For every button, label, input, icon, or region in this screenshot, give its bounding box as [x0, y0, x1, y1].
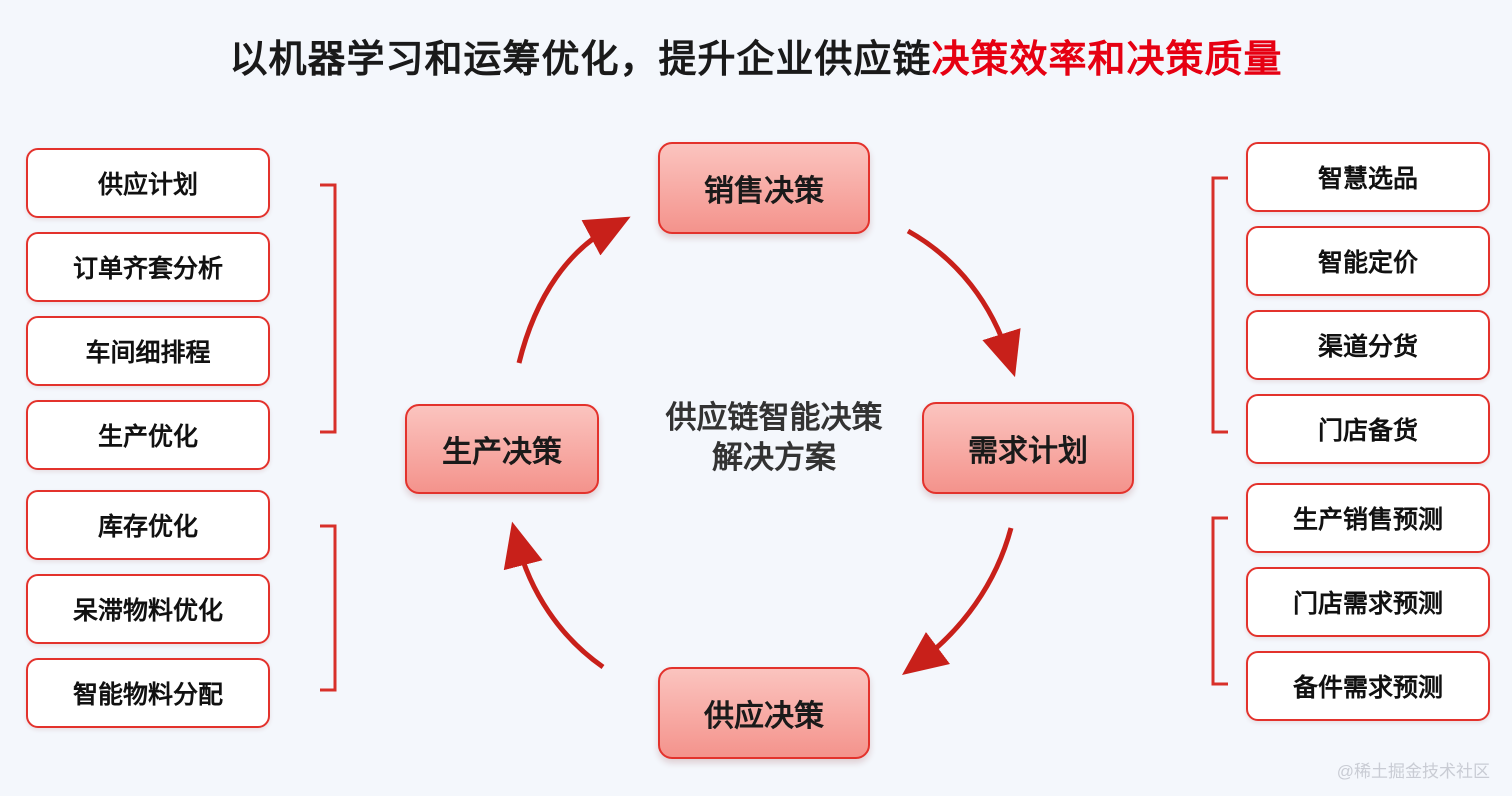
node-label: 生产决策	[442, 436, 562, 469]
chip-label: 呆滞物料优化	[72, 597, 223, 625]
bracket-right-top	[1211, 176, 1228, 434]
list-item-material-alloc[interactable]: 智能物料分配	[26, 658, 270, 728]
list-item-store-stocking[interactable]: 门店备货	[1246, 394, 1490, 464]
list-item-spare-part-forecast[interactable]: 备件需求预测	[1246, 651, 1490, 721]
chip-label: 备件需求预测	[1292, 674, 1443, 702]
list-item-smart-selection[interactable]: 智慧选品	[1246, 142, 1490, 212]
node-label: 销售决策	[704, 175, 824, 208]
arrow-demand-to-supply	[902, 527, 1014, 676]
list-item-production-opt[interactable]: 生产优化	[26, 400, 270, 470]
bracket-right-bottom	[1211, 516, 1228, 686]
chip-label: 库存优化	[97, 513, 198, 541]
node-sales-decision[interactable]: 销售决策	[658, 142, 870, 234]
arrow-supply-to-production	[503, 521, 605, 670]
list-item-store-demand-forecast[interactable]: 门店需求预测	[1246, 567, 1490, 637]
chip-label: 门店需求预测	[1292, 590, 1443, 618]
list-item-prod-sales-forecast[interactable]: 生产销售预测	[1246, 483, 1490, 553]
node-production-decision[interactable]: 生产决策	[405, 404, 599, 494]
list-item-supply-plan[interactable]: 供应计划	[26, 148, 270, 218]
arrow-production-to-sales	[516, 216, 631, 364]
title-accent-text: 决策效率和决策质量	[931, 39, 1283, 81]
chip-label: 供应计划	[97, 171, 198, 199]
chip-label: 智能物料分配	[72, 681, 223, 709]
chip-label: 生产销售预测	[1292, 506, 1443, 534]
watermark: @稀土掘金技术社区	[1336, 762, 1490, 781]
list-item-slow-moving-opt[interactable]: 呆滞物料优化	[26, 574, 270, 644]
list-item-shop-scheduling[interactable]: 车间细排程	[26, 316, 270, 386]
list-item-inventory-opt[interactable]: 库存优化	[26, 490, 270, 560]
chip-label: 渠道分货	[1317, 333, 1418, 361]
chip-label: 车间细排程	[85, 339, 211, 367]
node-demand-plan[interactable]: 需求计划	[922, 402, 1134, 494]
chip-label: 智慧选品	[1317, 165, 1418, 193]
list-item-channel-alloc[interactable]: 渠道分货	[1246, 310, 1490, 380]
node-supply-decision[interactable]: 供应决策	[658, 667, 870, 759]
node-label: 需求计划	[968, 435, 1088, 468]
page-title: 以机器学习和运筹优化，提升企业供应链决策效率和决策质量	[0, 28, 1512, 83]
node-label: 供应决策	[704, 700, 824, 733]
title-plain-text: 以机器学习和运筹优化，提升企业供应链	[229, 39, 932, 81]
chip-label: 生产优化	[97, 423, 198, 451]
bracket-left-top	[320, 183, 337, 434]
bracket-left-bottom	[320, 524, 337, 692]
list-item-order-kitting[interactable]: 订单齐套分析	[26, 232, 270, 302]
chip-label: 门店备货	[1317, 417, 1418, 445]
chip-label: 智能定价	[1317, 249, 1418, 277]
arrow-sales-to-demand	[906, 228, 1021, 378]
list-item-smart-pricing[interactable]: 智能定价	[1246, 226, 1490, 296]
chip-label: 订单齐套分析	[72, 255, 223, 283]
center-solution-label: 供应链智能决策 解决方案	[665, 400, 883, 476]
